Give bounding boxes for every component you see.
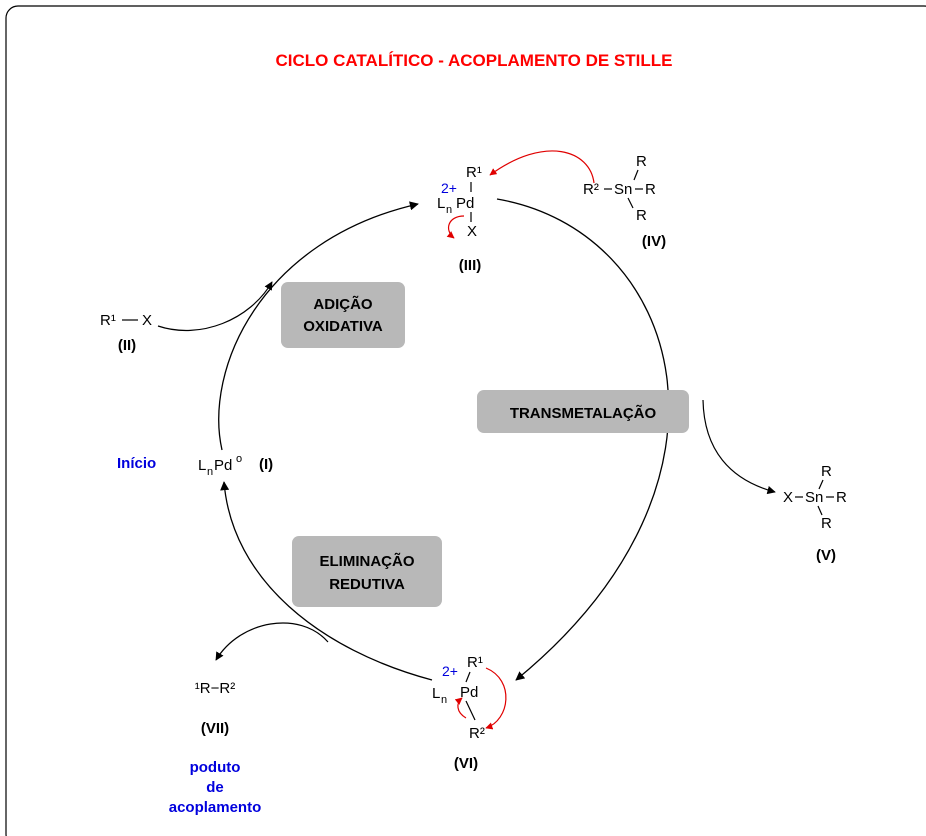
compound-label: (VI) (454, 755, 478, 772)
cycle-arc-reductive (220, 481, 433, 681)
bond (465, 700, 476, 721)
compound-label: (III) (459, 257, 482, 274)
group-R2: R² (583, 181, 599, 198)
ligand-L: L (198, 457, 206, 474)
tin-Sn: Sn (805, 489, 823, 506)
compound-II: R¹ X (II) (100, 312, 152, 354)
stage-label: REDUTIVA (329, 576, 405, 593)
group-R2: R² (469, 725, 485, 742)
stage-label: ADIÇÃO (313, 295, 372, 313)
group-R-top: R (636, 153, 647, 170)
group-R-top: R (821, 463, 832, 480)
stage-reductive-elimination: ELIMINAÇÃO REDUTIVA (292, 536, 442, 607)
bond (627, 197, 634, 209)
charge: 2+ (442, 663, 458, 679)
bond (465, 671, 471, 683)
bond (818, 479, 824, 490)
cycle-arc-transmetalation (496, 198, 670, 681)
red-electron-arrow (454, 697, 467, 719)
compound-V: R X Sn R R (V) (783, 463, 847, 564)
compound-VII: ¹R−R² (VII) poduto de acoplamento (169, 680, 262, 816)
halide-X: X (142, 312, 152, 329)
charge: 2+ (441, 180, 457, 196)
oxidation-state: o (236, 453, 242, 465)
compound-label: (VII) (201, 720, 229, 737)
group-R-bottom: R (636, 207, 647, 224)
stage-transmetalation: TRANSMETALAÇÃO (477, 390, 689, 433)
ligand-subscript: n (441, 694, 447, 706)
palladium: Pd (460, 684, 478, 701)
compound-III: 2+ R¹ L n Pd X (III) (437, 164, 482, 274)
stage-box (281, 282, 405, 348)
tin-Sn: Sn (614, 181, 632, 198)
product-note: poduto (190, 759, 241, 776)
stage-box (477, 390, 689, 433)
compound-label: (I) (259, 456, 273, 473)
ligand-L: L (432, 685, 440, 702)
product-out-arrow (215, 622, 329, 661)
compound-label: (IV) (642, 233, 666, 250)
byproduct-out-arrow (702, 399, 776, 495)
substrate-in-arrow (157, 281, 273, 331)
group-R1: R¹ (466, 164, 482, 181)
diagram-title: CICLO CATALÍTICO - ACOPLAMENTO DE STILLE (276, 51, 673, 70)
red-transmetalation-arrow (489, 150, 595, 184)
start-label: Início (117, 455, 156, 472)
group-R-right: R (836, 489, 847, 506)
halide-X: X (467, 223, 477, 240)
compound-IV: R R² Sn R R (IV) (583, 153, 666, 250)
compound-VI: 2+ R¹ L n Pd R² (VI) (432, 654, 507, 772)
compound-label: (V) (816, 547, 836, 564)
group-R-bottom: R (821, 515, 832, 532)
ligand-subscript: n (446, 204, 452, 216)
bond (633, 169, 639, 181)
frame-border (5, 5, 926, 836)
stage-box (292, 536, 442, 607)
compound-label: (II) (118, 337, 136, 354)
product-note: de (206, 779, 224, 796)
compound-I: Início L n Pd o (I) (117, 453, 273, 478)
product-note: acoplamento (169, 799, 262, 816)
stage-label: ELIMINAÇÃO (320, 552, 415, 570)
stage-label: TRANSMETALAÇÃO (510, 404, 657, 422)
stage-label: OXIDATIVA (303, 318, 383, 335)
cycle-arc-oxidative (218, 201, 419, 451)
group-R1: R¹ (100, 312, 116, 329)
halide-X: X (783, 489, 793, 506)
stage-oxidative-addition: ADIÇÃO OXIDATIVA (281, 282, 405, 348)
group-R1: R¹ (467, 654, 483, 671)
palladium: Pd (456, 195, 474, 212)
group-R-right: R (645, 181, 656, 198)
bond (817, 505, 823, 516)
ligand-L: L (437, 195, 445, 212)
palladium: Pd (214, 457, 232, 474)
red-electron-arrow (446, 215, 465, 239)
red-electron-arrow (485, 667, 507, 730)
coupled-product: ¹R−R² (195, 680, 235, 697)
ligand-subscript: n (207, 466, 213, 478)
